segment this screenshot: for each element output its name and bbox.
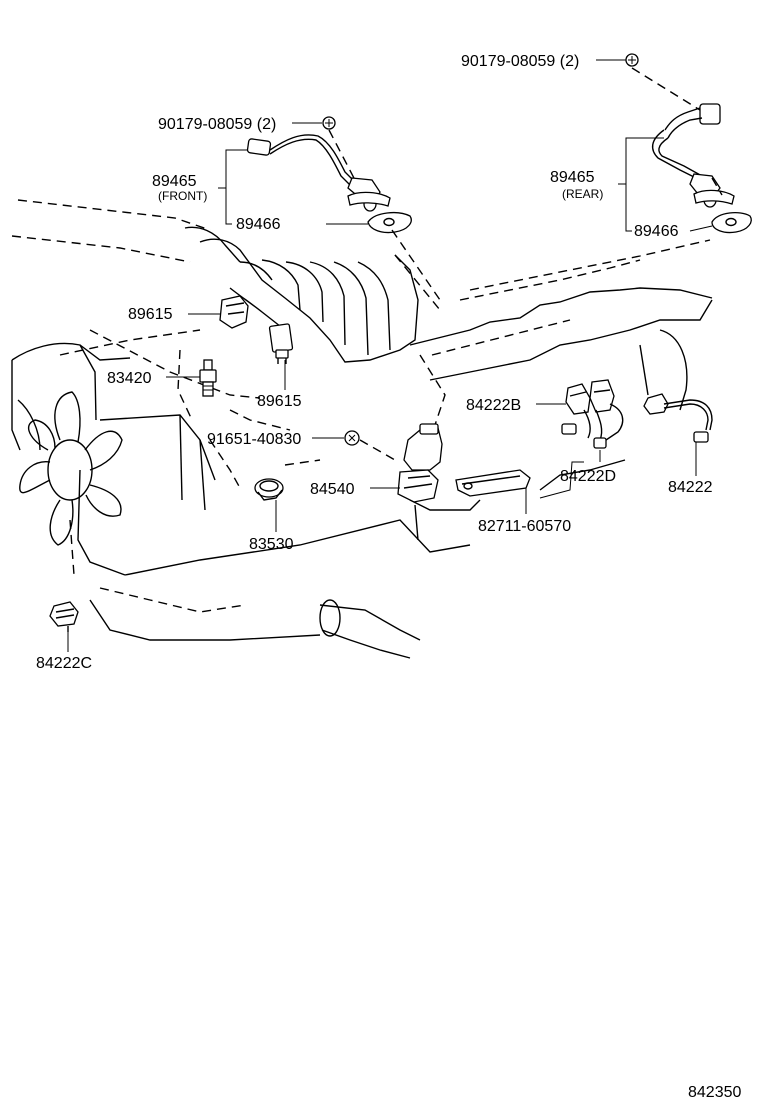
label-sensor-front-sub: (FRONT): [158, 189, 207, 203]
clip-rear-icon: [625, 53, 639, 67]
gasket-rear-icon: [711, 211, 752, 234]
switch-84222c-icon: [49, 601, 79, 632]
sensor-89615-b-icon: [268, 323, 294, 364]
oxygen-sensor-rear-icon: [651, 103, 735, 208]
label-gasket-front: 89466: [236, 216, 281, 233]
label-gasket-rear: 89466: [634, 223, 679, 240]
label-sensor-rear-no: 89465: [550, 169, 595, 186]
part-labels: 90179-08059 (2) 90179-08059 (2) 89465 (F…: [36, 53, 741, 1101]
label-clip-91651: 91651-40830: [207, 431, 301, 448]
engine-outline: [11, 199, 713, 659]
label-switch-83530: 83530: [249, 536, 294, 553]
switch-84222d-icon: [589, 379, 624, 449]
label-bracket-82711: 82711-60570: [478, 518, 571, 535]
gasket-front-icon: [367, 211, 412, 234]
label-switch-84222c: 84222C: [36, 655, 92, 672]
label-switch-84222b: 84222B: [466, 397, 521, 414]
label-switch-84540: 84540: [310, 481, 355, 498]
diagram-code: 842350: [688, 1084, 741, 1101]
cooling-fan-icon: [17, 391, 123, 546]
leader-rear-sensor-dashed: [711, 177, 723, 196]
clip-front-icon: [322, 116, 336, 130]
switch-84222-icon: [643, 393, 713, 443]
neutral-switch-84540-icon: [397, 423, 443, 503]
label-switch-84222: 84222: [668, 479, 713, 496]
label-clip-rear: 90179-08059 (2): [461, 53, 579, 70]
label-switch-84222d: 84222D: [560, 468, 616, 485]
switch-83530-icon: [254, 478, 284, 501]
leader-clip-rear-dashed: [631, 67, 701, 111]
sender-83420-icon: [199, 359, 217, 397]
label-clip-front: 90179-08059 (2): [158, 116, 276, 133]
sensor-89615-a-icon: [219, 295, 249, 329]
leader-91651-dashed: [359, 439, 396, 461]
label-sensor-rear-sub: (REAR): [562, 187, 603, 201]
switch-84222b-icon: [561, 383, 591, 439]
label-sender-83420: 83420: [107, 370, 152, 387]
leader-gasket-front-dashed: [391, 229, 441, 301]
label-sensor-89615-b: 89615: [257, 393, 302, 410]
clip-91651-icon: [344, 430, 360, 446]
leader-lines: [67, 59, 713, 652]
label-sensor-89615-a: 89615: [128, 306, 173, 323]
label-sensor-front-no: 89465: [152, 173, 197, 190]
oxygen-sensor-front-icon: [246, 134, 391, 212]
bracket-82711-icon: [455, 469, 531, 497]
leader-clip-front-dashed: [328, 129, 356, 181]
